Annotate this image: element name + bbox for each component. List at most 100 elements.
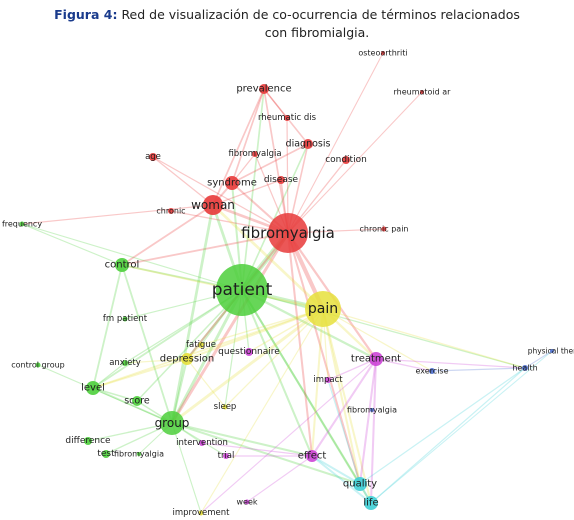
- edge-level-score: [92, 387, 138, 402]
- edge-health-physical_ther: [524, 350, 553, 369]
- caption-line-1: Red de visualización de co-ocurrencia de…: [121, 7, 520, 22]
- node-impact[interactable]: [325, 377, 331, 383]
- node-week[interactable]: [244, 499, 250, 505]
- edge-syndrome-diagnosis: [231, 143, 309, 184]
- node-prevalence[interactable]: [259, 84, 269, 94]
- label-chronic_pain: chronic pain: [360, 225, 409, 234]
- node-fibromyalgia_blue[interactable]: [370, 408, 374, 412]
- edge-quality-health: [359, 367, 526, 485]
- network-labels: fibromyalgiawomansyndromeprevalencerheum…: [2, 49, 574, 519]
- node-improvement[interactable]: [198, 510, 204, 516]
- label-impact: impact: [313, 375, 343, 385]
- node-health[interactable]: [522, 365, 528, 371]
- node-level[interactable]: [86, 381, 100, 395]
- edge-fibromyalgia_main-age: [152, 156, 289, 234]
- edge-pain-improvement: [200, 308, 324, 514]
- node-pain[interactable]: [305, 291, 341, 327]
- edge-group-improvement: [171, 422, 202, 514]
- node-fibromyalgia_small[interactable]: [252, 151, 258, 157]
- label-fibromyalgia_green: fibromyalgia: [114, 450, 164, 459]
- node-exercise[interactable]: [429, 368, 435, 374]
- node-test[interactable]: [102, 450, 110, 458]
- node-sleep[interactable]: [222, 404, 228, 410]
- edge-pain-group: [170, 307, 325, 425]
- node-rheumatoid_ar[interactable]: [420, 90, 424, 94]
- edge-control-level: [92, 264, 123, 389]
- node-treatment[interactable]: [369, 352, 383, 366]
- node-rheumatic_dis[interactable]: [284, 115, 290, 121]
- edge-patient-effect: [240, 288, 314, 458]
- node-osteoarthritis[interactable]: [381, 51, 385, 55]
- caption-line-2: con fibromialgia.: [264, 25, 370, 40]
- edge-group-control_group: [37, 364, 173, 424]
- label-effect: effect: [298, 451, 327, 462]
- edge-quality-effect: [310, 454, 362, 486]
- node-fibromyalgia_main[interactable]: [268, 213, 308, 253]
- node-control[interactable]: [115, 258, 129, 272]
- edge-woman-control: [121, 204, 214, 266]
- label-rheumatoid_ar: rheumatoid ar: [394, 88, 452, 97]
- edge-group-difference: [87, 422, 173, 442]
- label-prevalence: prevalence: [236, 84, 291, 95]
- node-life[interactable]: [364, 496, 378, 510]
- node-effect[interactable]: [306, 450, 318, 462]
- node-syndrome[interactable]: [225, 176, 239, 190]
- edge-depression-sleep: [186, 358, 226, 408]
- edge-treatment-life: [369, 357, 378, 505]
- node-age[interactable]: [149, 153, 157, 161]
- edge-patient-life: [240, 288, 373, 505]
- edge-pain-depression: [185, 307, 325, 361]
- label-patient: patient: [212, 280, 273, 300]
- node-fm_patient[interactable]: [122, 316, 128, 322]
- node-group[interactable]: [160, 411, 184, 435]
- label-trial: trial: [218, 451, 235, 461]
- edge-prevalence-rheumatic_dis: [263, 88, 288, 119]
- edge-life-physical_ther: [370, 350, 553, 504]
- label-frequency: frequency: [2, 220, 42, 229]
- node-control_group[interactable]: [35, 362, 41, 368]
- label-fibromyalgia_blue: fibromyalgia: [347, 406, 397, 415]
- label-quality: quality: [343, 479, 377, 490]
- edge-pain-level: [92, 308, 324, 389]
- node-score[interactable]: [132, 396, 142, 406]
- node-fatigue[interactable]: [198, 342, 204, 348]
- label-age: age: [145, 152, 161, 162]
- edge-woman-prevalence: [212, 88, 265, 206]
- label-level: level: [81, 383, 105, 394]
- edge-level-depression: [92, 358, 188, 389]
- node-chronic_pain[interactable]: [381, 226, 387, 232]
- label-anxiety: anxiety: [109, 358, 141, 368]
- edge-life-effect: [310, 454, 373, 505]
- node-anxiety[interactable]: [122, 360, 128, 366]
- node-quality[interactable]: [353, 477, 367, 491]
- label-chronic: chronic: [156, 207, 185, 216]
- node-intervention[interactable]: [199, 440, 205, 446]
- node-disease[interactable]: [277, 176, 285, 184]
- node-condition[interactable]: [342, 156, 350, 164]
- edge-quality-impact: [327, 379, 361, 485]
- edge-group-level: [92, 387, 173, 424]
- node-difference[interactable]: [84, 437, 92, 445]
- node-questionnaire[interactable]: [245, 348, 253, 356]
- node-fibromyalgia_green[interactable]: [137, 452, 141, 456]
- node-woman[interactable]: [203, 195, 223, 215]
- node-chronic[interactable]: [168, 208, 174, 214]
- label-pain: pain: [308, 301, 338, 317]
- node-diagnosis[interactable]: [303, 139, 313, 149]
- node-depression[interactable]: [181, 353, 193, 365]
- edge-pain-sleep: [224, 308, 324, 408]
- label-test: test: [97, 449, 115, 459]
- edge-fibromyalgia_main-control: [121, 232, 289, 266]
- label-fatigue: fatigue: [186, 340, 216, 350]
- edge-fibromyalgia_main-quality: [286, 231, 362, 486]
- node-physical_ther[interactable]: [550, 349, 554, 353]
- node-trial[interactable]: [223, 453, 229, 459]
- node-patient[interactable]: [216, 264, 268, 316]
- edge-syndrome-prevalence: [231, 88, 265, 184]
- label-difference: difference: [65, 436, 111, 446]
- edge-woman-disease: [212, 179, 282, 206]
- edge-fibromyalgia_main-effect: [286, 231, 314, 458]
- edge-group-quality: [170, 421, 362, 486]
- node-frequency[interactable]: [19, 221, 25, 227]
